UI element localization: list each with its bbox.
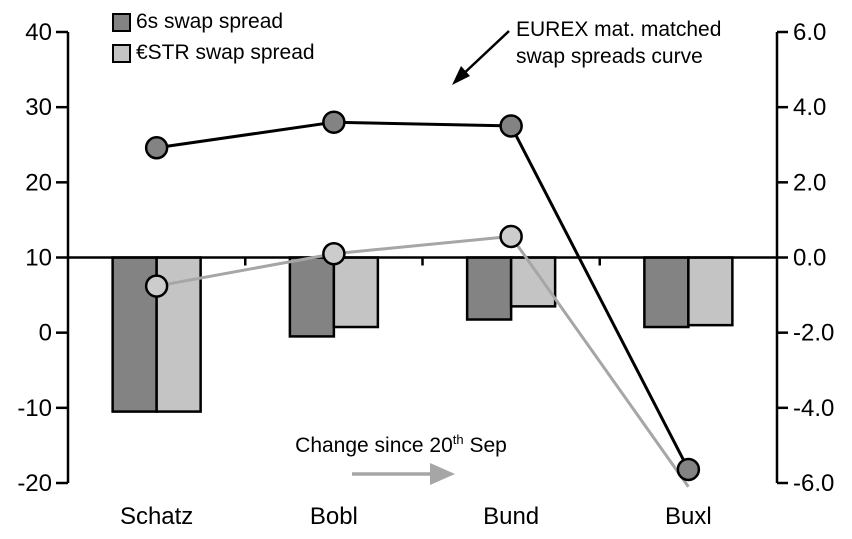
annotation-eurex-line2: swap spreads curve — [516, 45, 703, 68]
legend-swatch-6s-icon — [112, 12, 131, 32]
bar-estr-bund — [509, 256, 557, 308]
right-axis-tick-label: 6.0 — [793, 19, 826, 46]
category-label-bobl: Bobl — [310, 503, 358, 530]
eurex-arrowhead-icon — [452, 66, 470, 85]
marker-6s-bobl — [322, 110, 346, 134]
line-estr-curve — [156, 234, 690, 488]
annotation-eurex-line1: EUREX mat. matched — [516, 18, 722, 41]
bar-6s-bund — [465, 256, 513, 321]
category-label-buxl: Buxl — [665, 503, 712, 530]
right-axis-tick-label: -2.0 — [793, 320, 834, 347]
bar-6s-bobl — [288, 256, 336, 338]
annotation-change-superscript: th — [452, 432, 464, 447]
category-label-bund: Bund — [483, 503, 539, 530]
marker-6s-schatz — [144, 136, 169, 160]
left-axis-tick-label: 20 — [25, 169, 52, 196]
annotation-eurex-curve: EUREX mat. matched swap spreads curve — [516, 16, 721, 70]
left-axis-tick-label: 0 — [39, 320, 52, 347]
left-axis-tick-label: 40 — [25, 19, 52, 46]
annotation-change-since: Change since 20th Sep — [270, 432, 532, 458]
eurex-arrow-line-icon — [458, 30, 510, 79]
bar-estr-buxl — [687, 256, 734, 327]
change-arrowhead-icon — [430, 463, 455, 485]
right-axis-tick-label: 4.0 — [793, 94, 826, 121]
right-axis-tick-label: -4.0 — [793, 395, 834, 422]
marker-estr-bobl — [322, 241, 346, 266]
legend-item-estr: €STR swap spread — [112, 42, 315, 64]
left-axis-tick-label: -20 — [17, 470, 52, 497]
annotation-change-text: Change since 20 — [295, 434, 453, 457]
chart-legend: 6s swap spread €STR swap spread — [112, 11, 315, 73]
category-label-schatz: Schatz — [120, 503, 193, 530]
marker-estr-bund — [499, 224, 523, 249]
annotation-change-text-after: Sep — [463, 434, 507, 457]
legend-label-estr: €STR swap spread — [136, 41, 315, 64]
bar-estr-bobl — [332, 256, 380, 329]
line-6s-curve — [156, 120, 690, 471]
right-axis-tick-label: 2.0 — [793, 169, 826, 196]
legend-item-6s: 6s swap spread — [112, 11, 315, 33]
left-axis-tick-label: 10 — [25, 245, 52, 272]
marker-6s-buxl — [676, 457, 701, 482]
marker-6s-bund — [499, 114, 523, 138]
left-axis-tick-label: -10 — [17, 395, 52, 422]
marker-estr-schatz — [144, 274, 169, 298]
legend-label-6s: 6s swap spread — [136, 10, 284, 33]
legend-swatch-estr-icon — [112, 43, 131, 63]
right-axis-tick-label: -6.0 — [793, 470, 834, 497]
right-axis-tick-label: 0.0 — [793, 245, 826, 272]
left-axis-tick-label: 30 — [25, 94, 52, 121]
bar-6s-buxl — [643, 256, 690, 329]
